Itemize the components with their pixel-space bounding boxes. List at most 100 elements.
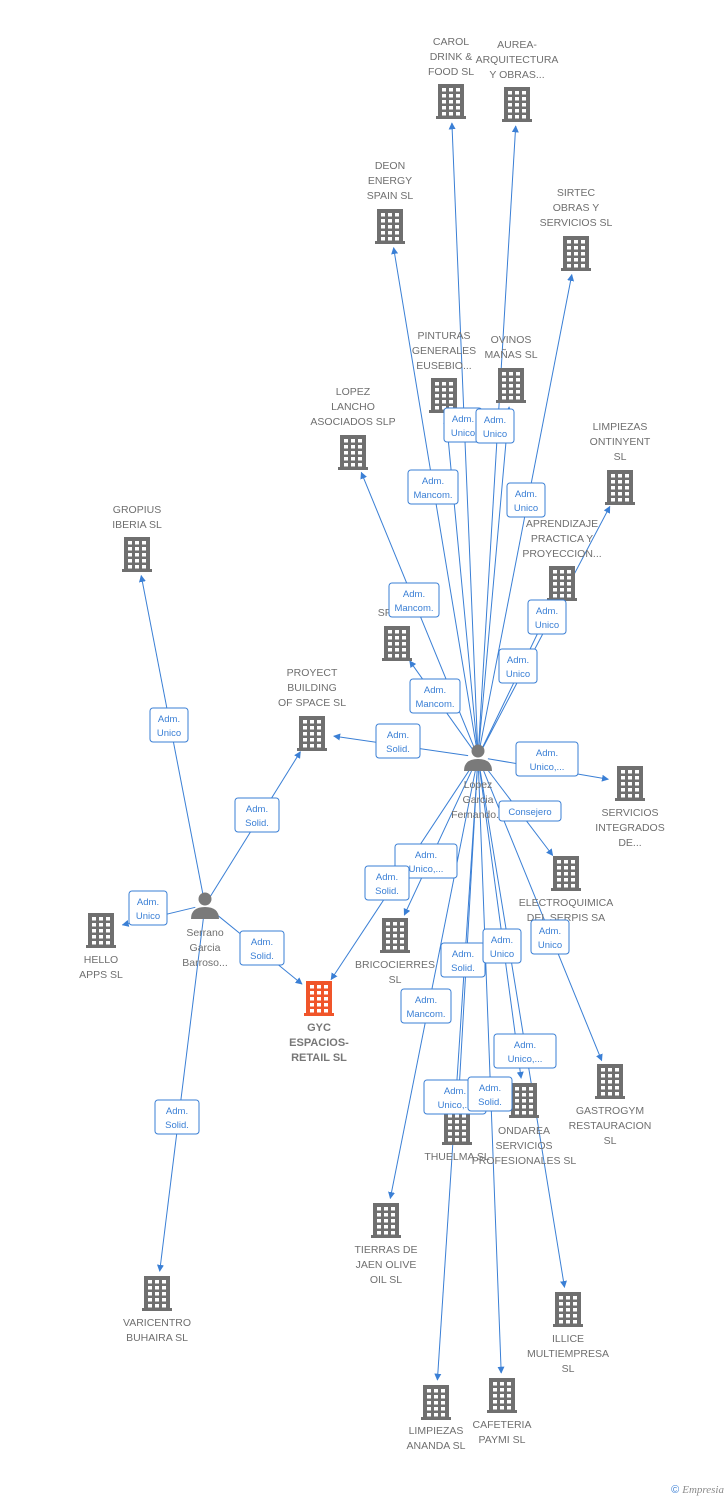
person-node-serrano[interactable]: SerranoGarciaBarroso... [182, 892, 228, 970]
edge-badge-illice[interactable]: Adm.Unico,... [493, 1033, 557, 1069]
node-label-line: Fernando... [451, 809, 505, 821]
node-label-line: ANANDA SL [407, 1440, 466, 1452]
edge-badge-limpont[interactable]: Adm.Unico [527, 599, 567, 635]
node-label-line: BUHAIRA SL [126, 1332, 188, 1344]
person-node-lopez[interactable]: LopezGarciaFernando... [451, 744, 505, 822]
node-label-line: ILLICE [552, 1333, 584, 1345]
edge-badge-hello[interactable]: Adm.Unico [128, 890, 168, 926]
edge-badge-proyect[interactable]: Adm.Solid. [234, 797, 280, 833]
edge-badge-aprendizaje[interactable]: Adm.Unico [498, 648, 538, 684]
building-icon [595, 1064, 625, 1099]
footer-brand: © Empresia [671, 1484, 724, 1496]
edge-badge-text: Adm. [422, 476, 444, 487]
edge-badge-box [506, 482, 546, 518]
edge-badge-thuelma[interactable]: Adm.Solid. [440, 942, 486, 978]
edge-badge-text: Adm. [536, 748, 558, 759]
edge-badge-varicentro[interactable]: Adm.Solid. [154, 1099, 200, 1135]
edge-badge-electro[interactable]: Consejero [498, 800, 562, 822]
edge-badge-box [388, 582, 440, 618]
edge-badge-ovinos[interactable]: Adm.Unico [475, 408, 515, 444]
edge-serrano-varicentro [157, 914, 205, 1272]
node-label-line: SL [614, 451, 627, 463]
company-node-tierras[interactable]: TIERRAS DE JAEN OLIVE OIL SL [354, 1203, 418, 1286]
building-icon [509, 1083, 539, 1118]
edge-badge-gastro[interactable]: Adm.Unico [530, 919, 570, 955]
edge-badge-tierras[interactable]: Adm.Mancom. [400, 988, 452, 1024]
edge-badge-sirtec[interactable]: Adm.Unico [506, 482, 546, 518]
brand-logo[interactable]: Empresia [682, 1484, 724, 1496]
node-label-line: TIERRAS DE [354, 1244, 417, 1256]
node-label-line: JAEN OLIVE [356, 1259, 417, 1271]
edge-badge-text: Adm. [376, 872, 398, 883]
edge-badge-text: Adm. [479, 1083, 501, 1094]
edge-lopez-cafeteria [477, 766, 505, 1374]
edge-badge-text: Adm. [539, 926, 561, 937]
edge-badge-text: Unico [451, 428, 475, 439]
node-label-line: Serrano [186, 927, 224, 939]
edge-badge-text: Adm. [515, 489, 537, 500]
edge-badge-text: Mancom. [413, 490, 452, 501]
node-label-line: Garcia [190, 942, 221, 954]
edge-badge-ondarea[interactable]: Adm.Unico [482, 928, 522, 964]
node-label-line: GASTROGYM [576, 1105, 644, 1117]
edge-badge-box [128, 890, 168, 926]
node-label-line: SIRTEC [557, 187, 596, 199]
node-label-line: LANCHO [331, 401, 375, 413]
edge-badge-text: Unico [136, 911, 160, 922]
node-label-line: PROYECCION... [522, 548, 601, 560]
building-icon [122, 537, 152, 572]
edge-badge-text: Adm. [387, 730, 409, 741]
company-node-thuelma[interactable]: THUELMA SL [424, 1110, 490, 1163]
edge-badge-sport[interactable]: Adm.Mancom. [409, 678, 461, 714]
edge-badge-box [467, 1076, 513, 1112]
building-icon [502, 87, 532, 122]
edge-badge-cafeteria[interactable]: Adm.Solid. [467, 1076, 513, 1112]
edge-badge-deon[interactable]: Adm. Mancom. [407, 469, 459, 505]
edge-badge-brico[interactable]: Adm.Unico,... [394, 843, 458, 879]
node-label-line: APPS SL [79, 969, 123, 981]
edge-badge-gyc[interactable]: Adm.Solid. [239, 930, 285, 966]
node-label-line: GENERALES [412, 345, 476, 357]
edge-badge-text: Adm. [536, 606, 558, 617]
edge-badge-servicios[interactable]: Adm.Unico,... [515, 741, 579, 777]
node-label-line: SERVICIOS [602, 807, 659, 819]
building-icon [371, 1203, 401, 1238]
company-node-pinturas[interactable]: PINTURASGENERALESEUSEBIO... [412, 330, 476, 413]
edge-badge-gyc[interactable]: Adm.Solid. [364, 865, 410, 901]
building-icon [86, 913, 116, 948]
edge-badge-box [498, 800, 562, 822]
node-label-line: SL [562, 1363, 575, 1375]
building-icon [338, 435, 368, 470]
company-node-servicios[interactable]: SERVICIOSINTEGRADOSDE... [595, 766, 665, 849]
edge-badge-gropius[interactable]: Adm.Unico [149, 707, 189, 743]
edge-badge-proyect[interactable]: Adm.Solid. [375, 723, 421, 759]
edge-badge-lopezlancho[interactable]: Adm.Mancom. [388, 582, 440, 618]
node-label-line: OIL SL [370, 1274, 402, 1286]
edge-badge-text: Adm. [444, 1086, 466, 1097]
node-label-line: PAYMI SL [479, 1434, 526, 1446]
node-label-line: Y OBRAS... [489, 69, 544, 81]
node-label-line: OF SPACE SL [278, 697, 346, 709]
